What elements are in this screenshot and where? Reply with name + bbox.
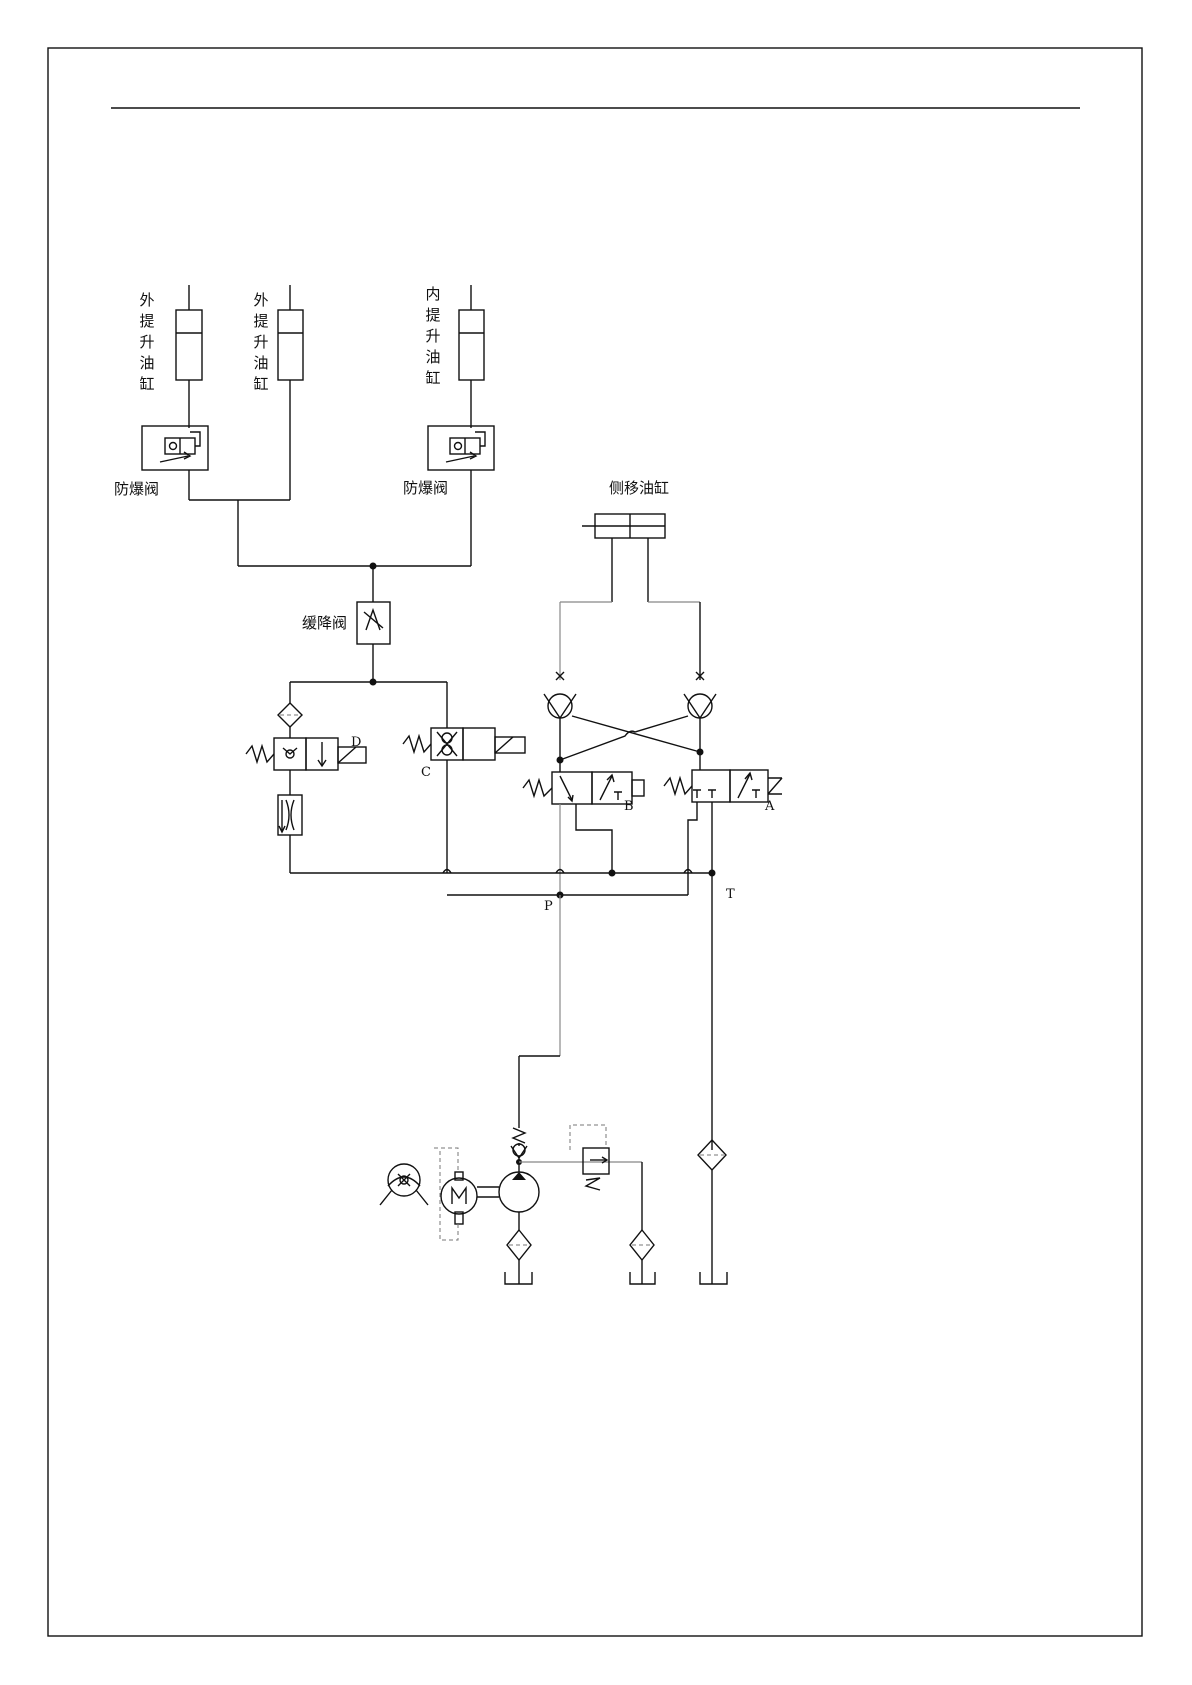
explosion-valve-left-label: 防爆阀 — [114, 482, 159, 497]
side-shift-lines — [560, 602, 700, 680]
valve-a-symbol — [664, 770, 782, 895]
port-c-label: C — [421, 766, 431, 779]
pump-symbol — [477, 1172, 539, 1284]
side-shift-cylinder-label: 侧移油缸 — [609, 481, 669, 496]
pump-check-valve — [511, 1128, 527, 1172]
port-t-label: T — [726, 888, 735, 901]
lift-manifold-lines — [189, 500, 471, 602]
inner-lift-cylinder — [459, 285, 484, 428]
outer-lift-cylinder-right — [278, 285, 303, 500]
explosion-valve-right-label: 防爆阀 — [403, 481, 448, 496]
tank-return-line — [290, 870, 712, 1151]
outer-lift-cylinder-left — [176, 285, 202, 428]
side-shift-cylinder-symbol — [582, 514, 665, 602]
motor-symbol — [434, 1148, 477, 1240]
pressure-line — [447, 892, 688, 1129]
valve-b-symbol — [523, 760, 644, 895]
drawing-frame — [48, 48, 1142, 1636]
relief-valve-symbol — [519, 1125, 655, 1284]
valve-d-branch — [246, 682, 366, 873]
port-d-label: D — [351, 736, 361, 749]
outer-lift-cylinder-right-label: 外 提 升 油 缸 — [253, 290, 269, 395]
pilot-check-valve-right — [684, 672, 716, 770]
emergency-stop-icon — [380, 1164, 428, 1205]
slow-descent-valve-label: 缓降阀 — [302, 616, 347, 631]
port-p-label: P — [544, 900, 553, 913]
port-a-label: A — [765, 800, 774, 813]
outer-lift-cylinder-left-label: 外 提 升 油 缸 — [139, 290, 155, 395]
port-b-label: B — [624, 800, 634, 813]
pilot-cross-lines — [560, 716, 700, 760]
inner-lift-cylinder-label: 内 提 升 油 缸 — [425, 284, 441, 389]
pilot-check-valve-left — [544, 672, 576, 764]
return-filter-symbol — [698, 1140, 727, 1284]
